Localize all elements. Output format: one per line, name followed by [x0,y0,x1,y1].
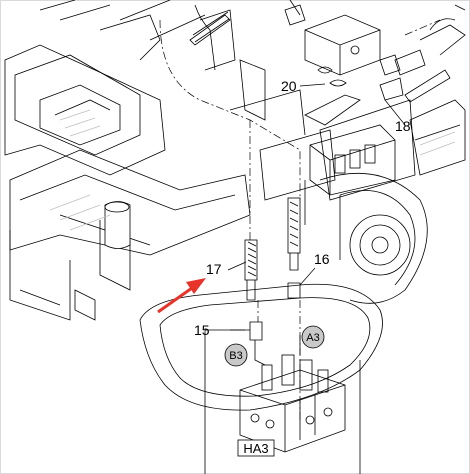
valve-tag-label: HA3 [243,441,268,456]
valve-detail-inset: B3 A3 HA3 [204,325,361,474]
highlight-arrow [157,278,206,314]
callout-15: 15 [194,322,210,338]
callout-17: 17 [206,261,222,277]
callout-16: 16 [314,251,330,267]
callout-20: 20 [281,78,297,94]
hatching [49,109,456,231]
port-a3-label: A3 [306,332,319,344]
callout-18: 18 [395,118,411,134]
port-a3-circle [301,325,325,349]
port-b3-label: B3 [229,350,242,362]
machine-frame-linework [4,0,466,411]
valve-tag-box [237,439,275,457]
valve-body [239,335,346,453]
callout-leaders [227,83,406,331]
port-b3-circle [224,343,248,367]
